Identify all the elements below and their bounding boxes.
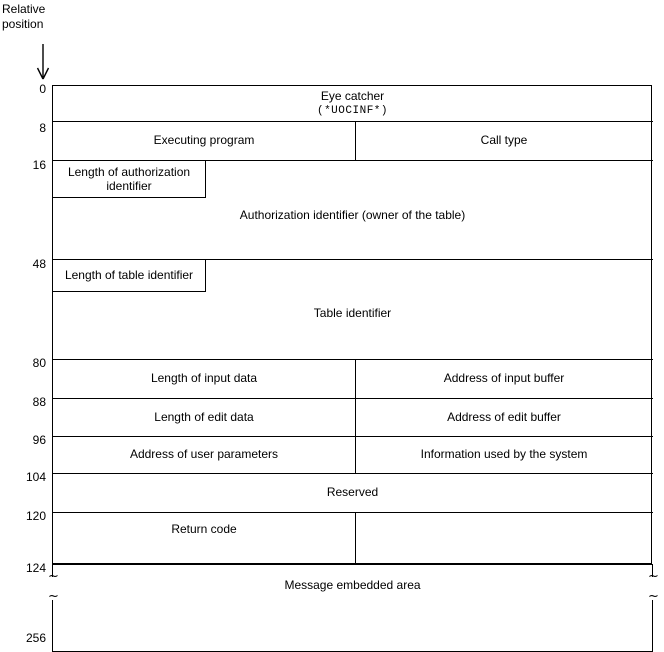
cell-message-embedded-area-label: Message embedded area (284, 578, 421, 592)
row-divider-16 (52, 160, 653, 161)
offset-label-96: 96 (32, 433, 46, 447)
cell-length-of-edit-data: Length of edit data (53, 398, 355, 436)
cell-call-type: Call type (356, 121, 652, 160)
axis-caption: Relative position (2, 2, 46, 31)
offset-label-48: 48 (32, 257, 46, 271)
subbox-length-of-authorization-identifier: Length of authorization identifier (52, 160, 206, 198)
cell-eye-catcher-label: Eye catcher (320, 88, 385, 103)
cell-address-of-input-buffer: Address of input buffer (356, 359, 652, 398)
break-border-left-upper (52, 564, 53, 577)
col-divider-row-88 (355, 398, 356, 436)
cell-table-identifier-label: Table identifier (313, 306, 392, 320)
col-divider-row-8 (355, 121, 356, 160)
cell-reserved-label: Reserved (326, 485, 379, 499)
cell-return-code: Return code (53, 512, 355, 564)
row-divider-80 (52, 359, 653, 360)
subbox-length-of-authorization-identifier-label: Length of authorization identifier (67, 164, 191, 193)
offset-label-124: 124 (25, 561, 46, 575)
break-border-right-upper (652, 564, 653, 577)
offset-label-16: 16 (32, 158, 46, 172)
subbox-length-of-table-identifier-label: Length of table identifier (64, 268, 194, 282)
break-marker-right-lower: ~ (648, 589, 659, 604)
cell-address-of-user-parameters-label: Address of user parameters (129, 447, 279, 461)
cell-length-of-input-data: Length of input data (53, 359, 355, 398)
down-arrow-icon (36, 44, 50, 80)
cell-authorization-identifier-label: Authorization identifier (owner of the t… (239, 208, 466, 222)
subbox-length-of-table-identifier: Length of table identifier (52, 259, 206, 292)
break-marker-left-lower: ~ (48, 589, 59, 604)
row-divider-48 (52, 259, 653, 260)
cell-address-of-user-parameters: Address of user parameters (53, 436, 355, 473)
cell-executing-program: Executing program (53, 121, 355, 160)
cell-address-of-edit-buffer-label: Address of edit buffer (447, 409, 561, 424)
offset-label-104: 104 (25, 470, 46, 484)
cell-eye-catcher-mono: (*UOCINF*) (316, 104, 388, 117)
break-marker-left-upper: ~ (48, 569, 59, 584)
cell-reserved: Reserved (53, 473, 652, 512)
col-divider-row-80 (355, 359, 356, 398)
row-divider-88 (52, 398, 653, 399)
offset-label-120: 120 (25, 509, 46, 523)
row-divider-104 (52, 473, 653, 474)
cell-return-code-label: Return code (171, 521, 237, 536)
col-divider-row-96 (355, 436, 356, 473)
row-divider-96 (52, 436, 653, 437)
break-border-right-lower (652, 600, 653, 652)
offset-label-8: 8 (39, 121, 46, 135)
cell-information-used-by-system: Information used by the system (356, 436, 652, 473)
offset-label-88: 88 (32, 395, 46, 409)
cell-length-of-input-data-label: Length of input data (150, 371, 258, 385)
cell-address-of-edit-buffer: Address of edit buffer (356, 398, 652, 436)
offset-label-80: 80 (32, 356, 46, 370)
cell-address-of-input-buffer-label: Address of input buffer (443, 371, 565, 385)
cell-length-of-edit-data-label: Length of edit data (154, 409, 254, 424)
break-marker-right-upper: ~ (648, 569, 659, 584)
row-divider-124 (52, 564, 653, 565)
col-divider-row-120 (355, 512, 356, 564)
offset-label-0: 0 (39, 82, 46, 96)
row-divider-8 (52, 121, 653, 122)
cell-message-embedded-area: Message embedded area (52, 578, 653, 592)
cell-eye-catcher: Eye catcher(*UOCINF*) (53, 86, 652, 121)
cell-table-identifier: Table identifier (53, 292, 652, 359)
cell-executing-program-label: Executing program (153, 133, 255, 147)
cell-information-used-by-system-label: Information used by the system (420, 447, 588, 461)
row-divider-120 (52, 512, 653, 513)
break-border-left-lower (52, 600, 53, 652)
cell-authorization-identifier: Authorization identifier (owner of the t… (53, 198, 652, 259)
offset-label-256: 256 (25, 631, 46, 645)
cell-call-type-label: Call type (480, 133, 528, 147)
structure-frame (52, 85, 652, 564)
